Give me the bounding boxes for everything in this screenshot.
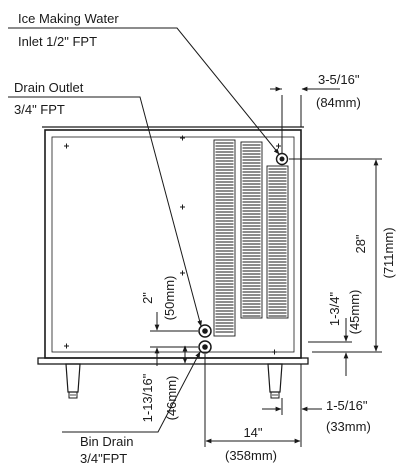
bin-drain-fitting	[198, 340, 212, 354]
dim-leg-offset-in: 1-5/16"	[326, 398, 368, 413]
dim-leg-offset-mm: (33mm)	[326, 419, 371, 434]
cabinet-base	[37, 357, 309, 365]
leg-left	[65, 363, 81, 399]
mounting-holes	[64, 135, 281, 355]
drain-outlet-label-line2: 3/4" FPT	[14, 102, 65, 117]
ice-water-label-line2: Inlet 1/2" FPT	[18, 34, 97, 49]
dim-bin-drain-height-in: 1-13/16"	[140, 373, 155, 422]
dim-inlet-height-mm: (711mm)	[381, 227, 396, 278]
bin-drain-label-line1: Bin Drain	[80, 434, 133, 449]
dim-bin-drain-right-in: 14"	[243, 425, 262, 440]
dim-inlet-right	[270, 86, 340, 153]
leg-right	[267, 363, 283, 399]
dim-bin-drain-height	[180, 345, 199, 365]
dim-inlet-height-in: 28"	[353, 234, 368, 253]
louvre-column-frame	[213, 139, 236, 337]
louvre-column-frame	[266, 165, 289, 319]
dim-right-side	[308, 318, 352, 376]
louvre-column-frame	[240, 141, 263, 319]
drain-outlet-label-line1: Drain Outlet	[14, 80, 84, 95]
dim-drain-spacing	[150, 312, 198, 366]
dim-right-side-mm: (45mm)	[347, 290, 362, 335]
dim-drain-spacing-in: 2"	[140, 292, 155, 304]
dim-inlet-height	[289, 158, 382, 353]
dim-inlet-right-in: 3-5/16"	[318, 72, 360, 87]
cabinet-body	[42, 126, 304, 359]
bin-drain-label-line2: 3/4"FPT	[80, 451, 127, 466]
dim-leg-offset	[262, 398, 322, 415]
ice-water-label-line1: Ice Making Water	[18, 11, 119, 26]
dim-bin-drain-right-mm: (358mm)	[225, 448, 277, 463]
dim-right-side-in: 1-3/4"	[327, 291, 342, 326]
callout-leaders	[8, 27, 280, 433]
drain-outlet-fitting	[198, 324, 212, 338]
ventilation-louvres	[213, 139, 289, 337]
dim-drain-spacing-mm: (50mm)	[162, 276, 177, 321]
water-inlet-fitting	[275, 152, 289, 166]
dim-bin-drain-height-mm: (46mm)	[164, 376, 179, 421]
dim-inlet-right-mm: (84mm)	[316, 95, 361, 110]
